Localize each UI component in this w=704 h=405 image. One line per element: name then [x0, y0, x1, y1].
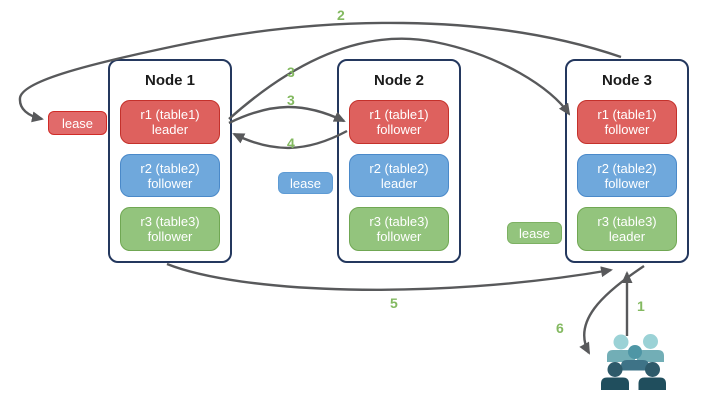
replica-role: follower	[604, 121, 650, 137]
replica-role: leader	[151, 121, 189, 137]
replica-name: r3 (table3)	[369, 214, 429, 230]
replica-name: r1 (table1)	[140, 106, 200, 122]
replica-name: r2 (table2)	[597, 160, 657, 176]
replica-name: r3 (table3)	[597, 214, 657, 230]
replica-role: follower	[376, 229, 422, 245]
flow-label-3-lower: 3	[287, 92, 295, 108]
node-1-replica-r1: r1 (table1) leader	[120, 100, 220, 144]
lease-tag-r1: lease	[48, 111, 107, 135]
lease-tag-r3: lease	[507, 222, 562, 244]
node-3-title: Node 3	[601, 72, 652, 89]
node-3-replica-r3: r3 (table3) leader	[577, 207, 677, 252]
node-2-replica-r2: r2 (table2) leader	[349, 153, 449, 198]
arrow-5-node1-to-node3	[166, 262, 613, 291]
node-2: Node 2 r1 (table1) follower r2 (table2) …	[337, 59, 461, 263]
replica-name: r1 (table1)	[369, 106, 429, 122]
flow-label-1: 1	[637, 298, 645, 314]
replica-name: r2 (table2)	[140, 160, 200, 176]
flow-label-3-upper: 3	[287, 64, 295, 80]
replica-role: follower	[376, 121, 422, 137]
replica-role: follower	[147, 175, 193, 191]
arrow-3-node1-to-node2	[228, 105, 346, 125]
node-1-replica-r2: r2 (table2) follower	[120, 153, 220, 198]
flow-label-6: 6	[556, 320, 564, 336]
flow-label-4: 4	[287, 135, 295, 151]
node-3-replica-r2: r2 (table2) follower	[577, 153, 677, 198]
replica-name: r1 (table1)	[597, 106, 657, 122]
node-1-title: Node 1	[144, 72, 195, 89]
node-1: Node 1 r1 (table1) leader r2 (table2) fo…	[108, 59, 232, 263]
flow-label-2: 2	[337, 7, 345, 23]
replica-name: r3 (table3)	[140, 214, 200, 230]
node-2-replica-r3: r3 (table3) follower	[349, 207, 449, 252]
replica-role: leader	[608, 229, 646, 245]
node-3-replica-r1: r1 (table1) follower	[577, 100, 677, 144]
replica-name: r2 (table2)	[369, 160, 429, 176]
replica-role: leader	[380, 175, 418, 191]
users-group-icon	[601, 334, 666, 390]
lease-tag-r2: lease	[278, 172, 333, 194]
replica-role: follower	[147, 229, 193, 245]
flow-label-5: 5	[390, 295, 398, 311]
node-1-replica-r3: r3 (table3) follower	[120, 207, 220, 252]
node-3: Node 3 r1 (table1) follower r2 (table2) …	[565, 59, 689, 263]
node-2-replica-r1: r1 (table1) follower	[349, 100, 449, 144]
replica-role: follower	[604, 175, 650, 191]
node-2-title: Node 2	[373, 72, 424, 89]
